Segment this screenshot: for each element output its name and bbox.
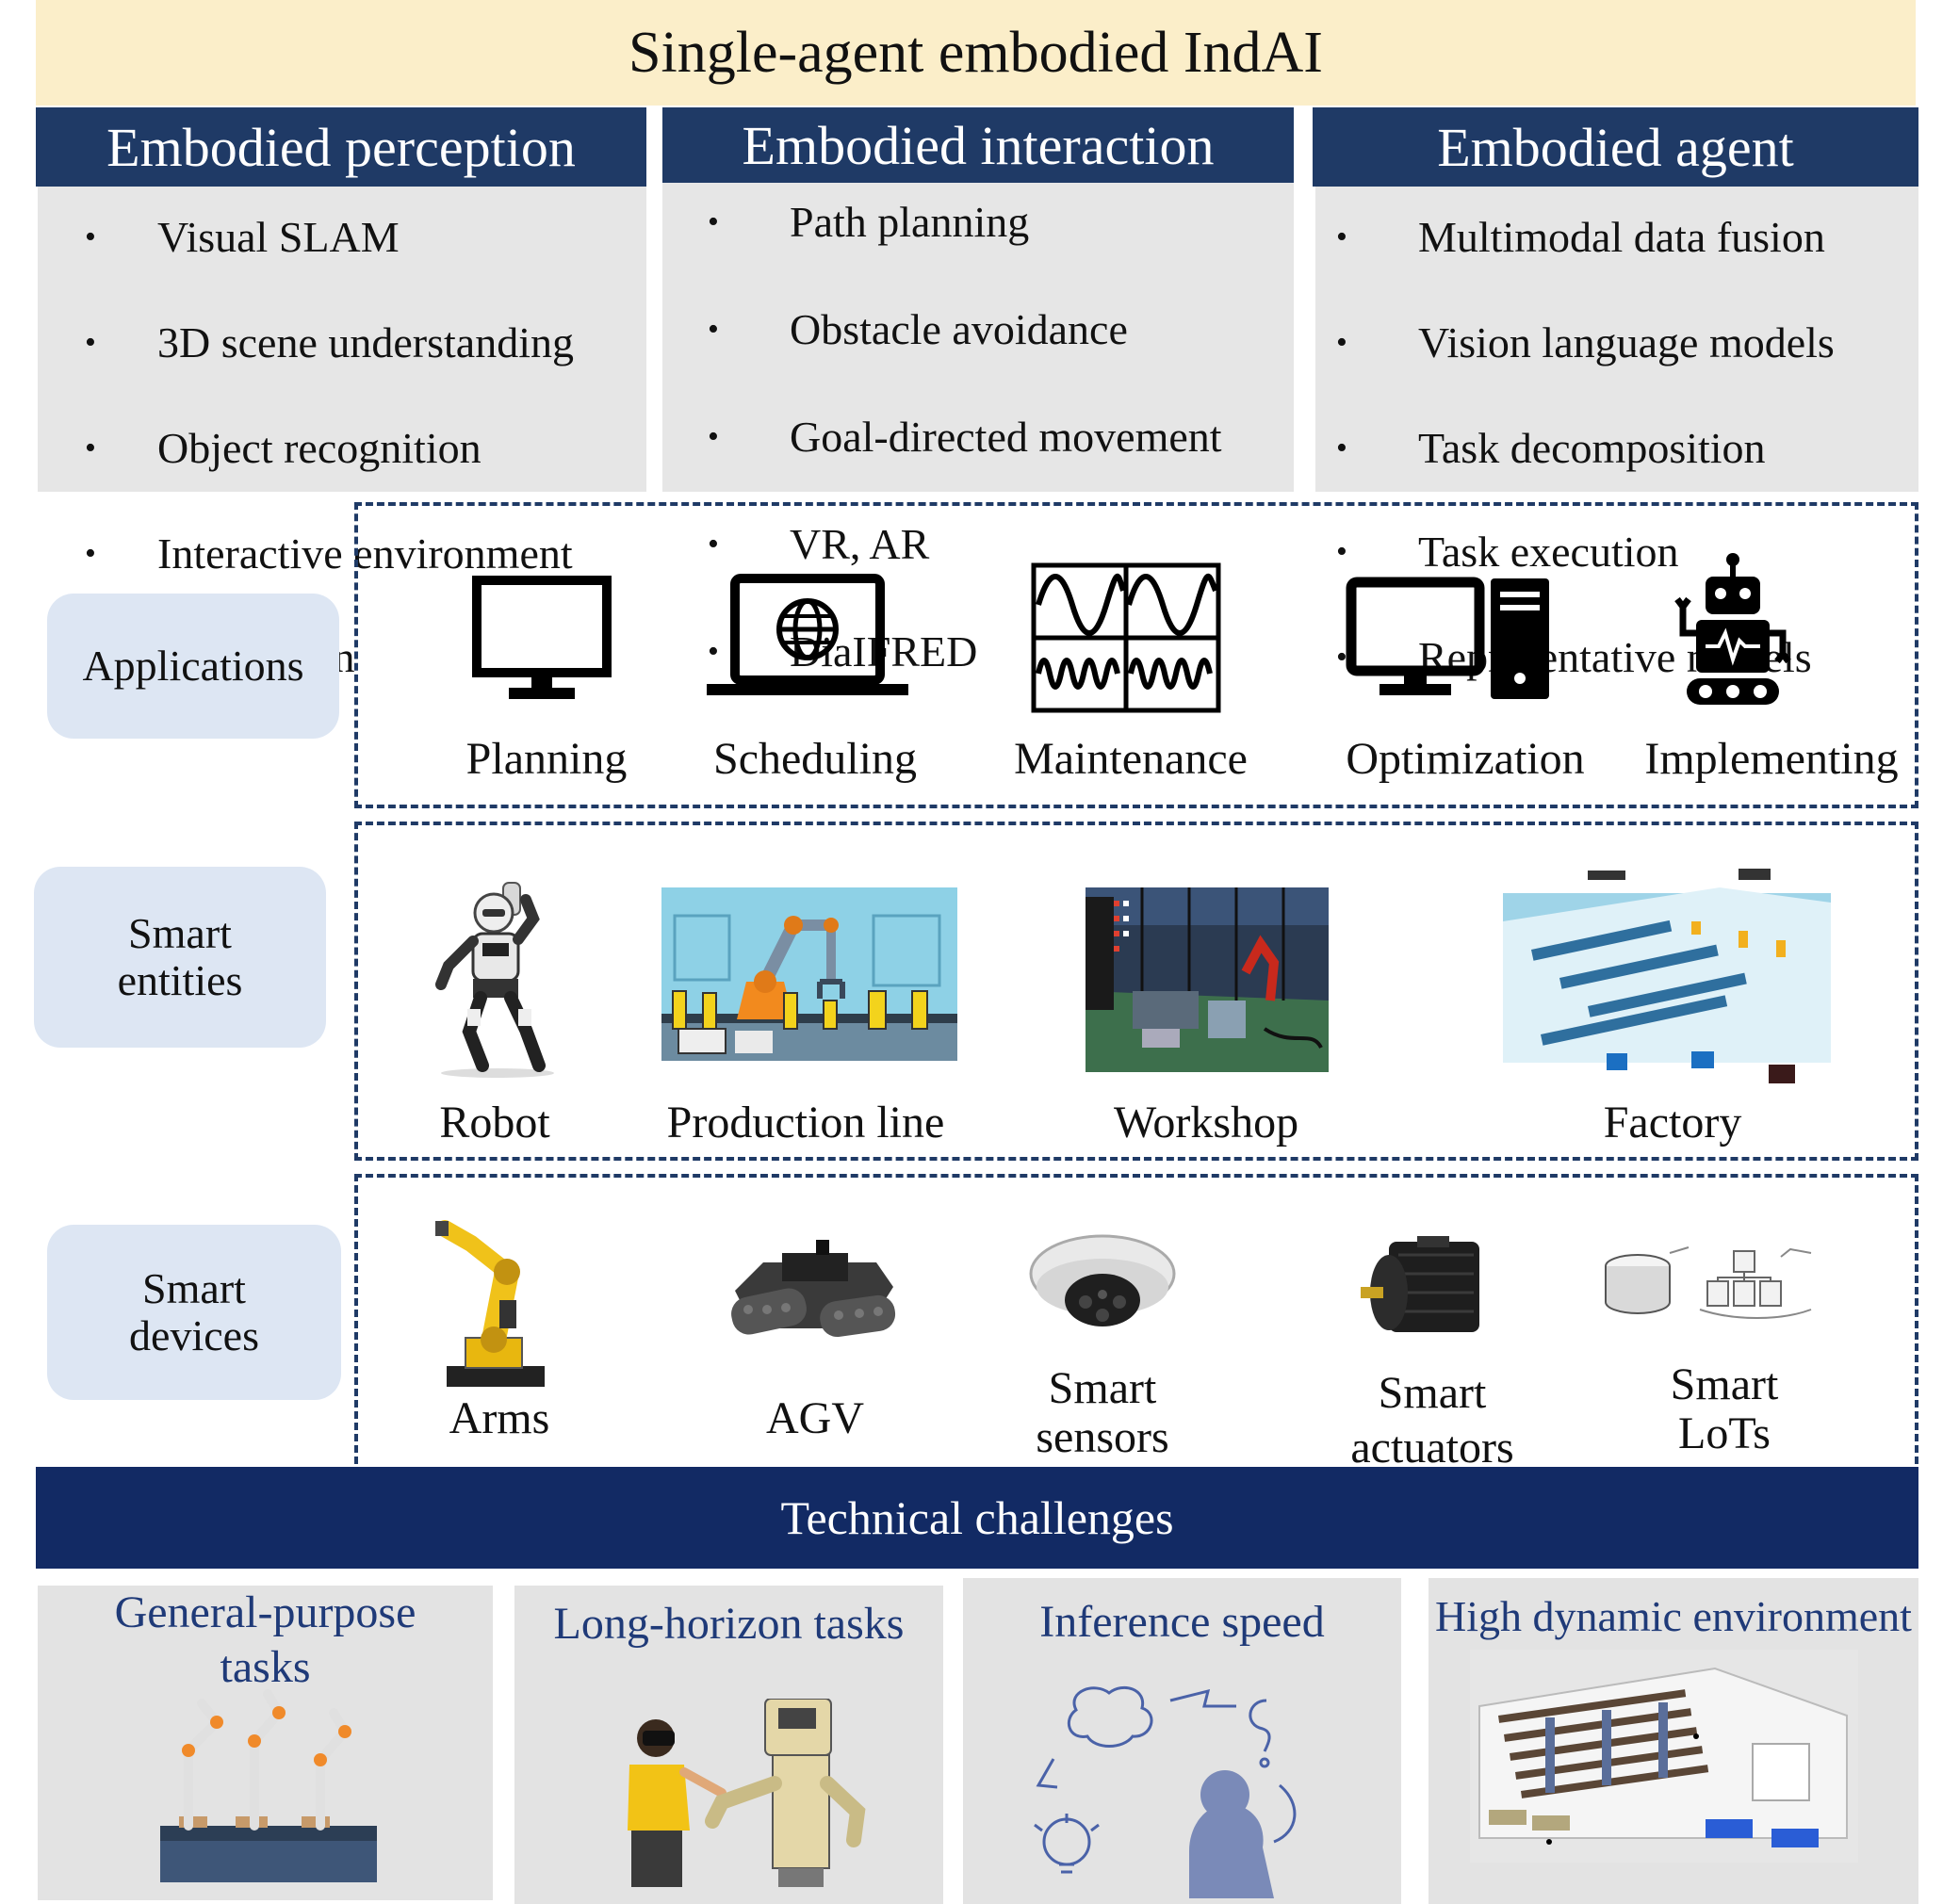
waveform-screen-icon [1031, 562, 1221, 713]
technical-challenges-heading: Technical challenges [36, 1467, 1918, 1569]
row-label-applications: Applications [47, 594, 339, 739]
desktop-computer-icon [1346, 577, 1549, 699]
list-item: •Object recognition [85, 424, 482, 472]
list-item: •Goal-directed movement [708, 413, 1222, 461]
factory-image [1503, 869, 1831, 1083]
entity-label-workshop: Workshop [1113, 1098, 1299, 1147]
warehouse-image [1470, 1650, 1858, 1863]
application-label-maintenance: Maintenance [1014, 734, 1248, 784]
column-heading-perception: Embodied perception [36, 107, 646, 187]
challenge-title: Long-horizon tasks [553, 1599, 905, 1649]
list-item: •VR, AR [708, 520, 930, 568]
monitor-icon [472, 576, 612, 699]
production-line-image [661, 887, 957, 1061]
challenge-title: High dynamic environment [1435, 1592, 1912, 1640]
smart-devices-box [354, 1174, 1918, 1475]
device-label-arms: Arms [449, 1393, 550, 1443]
robot-arm-image [435, 1220, 545, 1387]
list-item: •Path planning [708, 198, 1030, 246]
laptop-globe-icon [707, 574, 908, 695]
application-label-implementing: Implementing [1644, 734, 1899, 784]
servo-motor-image [1361, 1236, 1479, 1332]
challenge-panel-long-horizon: Long-horizon tasks [514, 1586, 943, 1904]
list-item: •Visual SLAM [85, 213, 400, 261]
robot-arms-workcell-image [160, 1689, 377, 1882]
application-label-optimization: Optimization [1346, 734, 1585, 784]
list-item: •3D scene understanding [85, 318, 574, 366]
list-item: •Vision language models [1336, 318, 1835, 366]
entity-label-factory: Factory [1603, 1098, 1742, 1147]
smart-entities-box [354, 822, 1918, 1161]
iot-devices-image [1605, 1246, 1812, 1319]
robot-icon [1674, 553, 1791, 705]
diagram-title: Single-agent embodied IndAI [36, 0, 1916, 106]
agv-image [731, 1240, 896, 1338]
column-body-perception: •Visual SLAM •3D scene understanding •Ob… [38, 187, 646, 681]
vr-teleoperation-image [628, 1699, 866, 1887]
dome-sensor-image [1029, 1234, 1176, 1326]
list-item: •Obstacle avoidance [708, 305, 1128, 353]
column-body-agent: •Multimodal data fusion •Vision language… [1315, 187, 1918, 681]
application-label-scheduling: Scheduling [713, 734, 917, 784]
challenge-title: Inference speed [1039, 1597, 1325, 1647]
thinking-sketch-image [1034, 1685, 1297, 1898]
column-heading-interaction: Embodied interaction [662, 107, 1294, 183]
entity-label-robot: Robot [439, 1098, 550, 1147]
device-label-agv: AGV [766, 1393, 864, 1443]
applications-box [354, 502, 1918, 808]
workshop-image [1086, 887, 1329, 1072]
column-body-interaction: •Path planning •Obstacle avoidance •Goal… [662, 183, 1294, 675]
list-item: •Task decomposition [1336, 424, 1766, 472]
entity-label-production-line: Production line [666, 1098, 945, 1147]
challenge-panel-inference-speed: Inference speed [963, 1578, 1401, 1904]
list-item: •Multimodal data fusion [1336, 213, 1825, 261]
column-heading-agent: Embodied agent [1313, 107, 1918, 187]
challenge-panel-high-dynamic: High dynamic environment [1428, 1578, 1918, 1904]
humanoid-robot-image [435, 882, 554, 1078]
application-label-planning: Planning [465, 734, 628, 784]
list-item: •Task execution [1336, 528, 1679, 576]
list-item: •Interactive environment [85, 529, 573, 578]
